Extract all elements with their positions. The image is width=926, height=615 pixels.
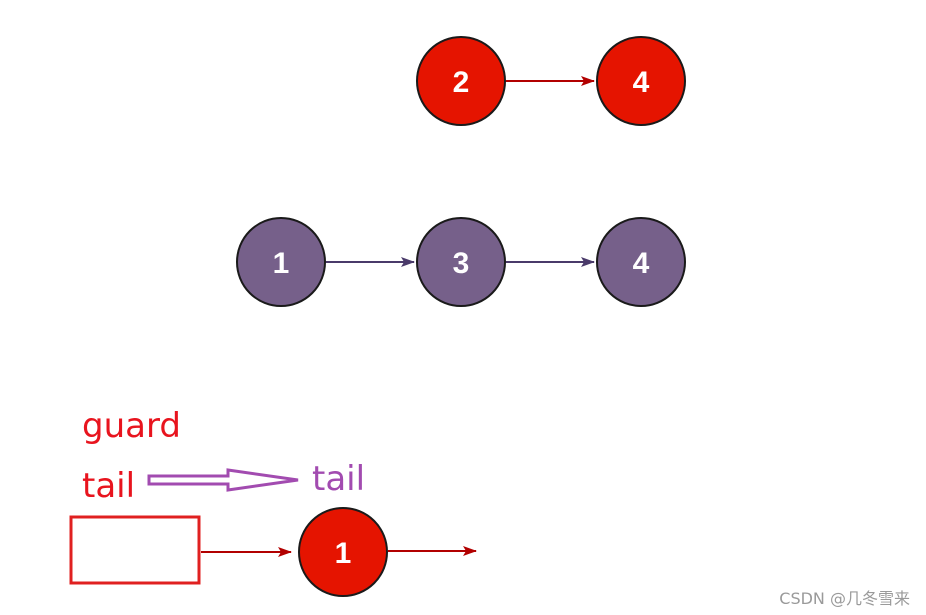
- guard-label: guard: [82, 406, 181, 446]
- list-b-node-2-value: 3: [453, 247, 470, 280]
- merged-node-1-value: 1: [335, 537, 352, 570]
- list-b-node-1-value: 1: [273, 247, 290, 280]
- list-b: 1 3 4: [236, 217, 686, 307]
- list-b-node-3: 4: [596, 217, 686, 307]
- list-b-node-3-value: 4: [633, 247, 650, 280]
- tail-old-label: tail: [82, 466, 135, 506]
- tail-move-arrow: [147, 468, 299, 492]
- list-a-node-1: 2: [416, 36, 506, 126]
- tail-new-label: tail: [312, 459, 365, 499]
- list-a-node-2-value: 4: [633, 66, 650, 99]
- watermark-text: CSDN @几冬雪来: [779, 589, 910, 608]
- list-a-node-1-value: 2: [453, 66, 470, 99]
- list-b-node-1: 1: [236, 217, 326, 307]
- list-b-node-2: 3: [416, 217, 506, 307]
- list-a: 2 4: [416, 36, 686, 126]
- list-a-node-2: 4: [596, 36, 686, 126]
- guard-node-box: [69, 515, 201, 585]
- merged-node-1: 1: [298, 507, 388, 597]
